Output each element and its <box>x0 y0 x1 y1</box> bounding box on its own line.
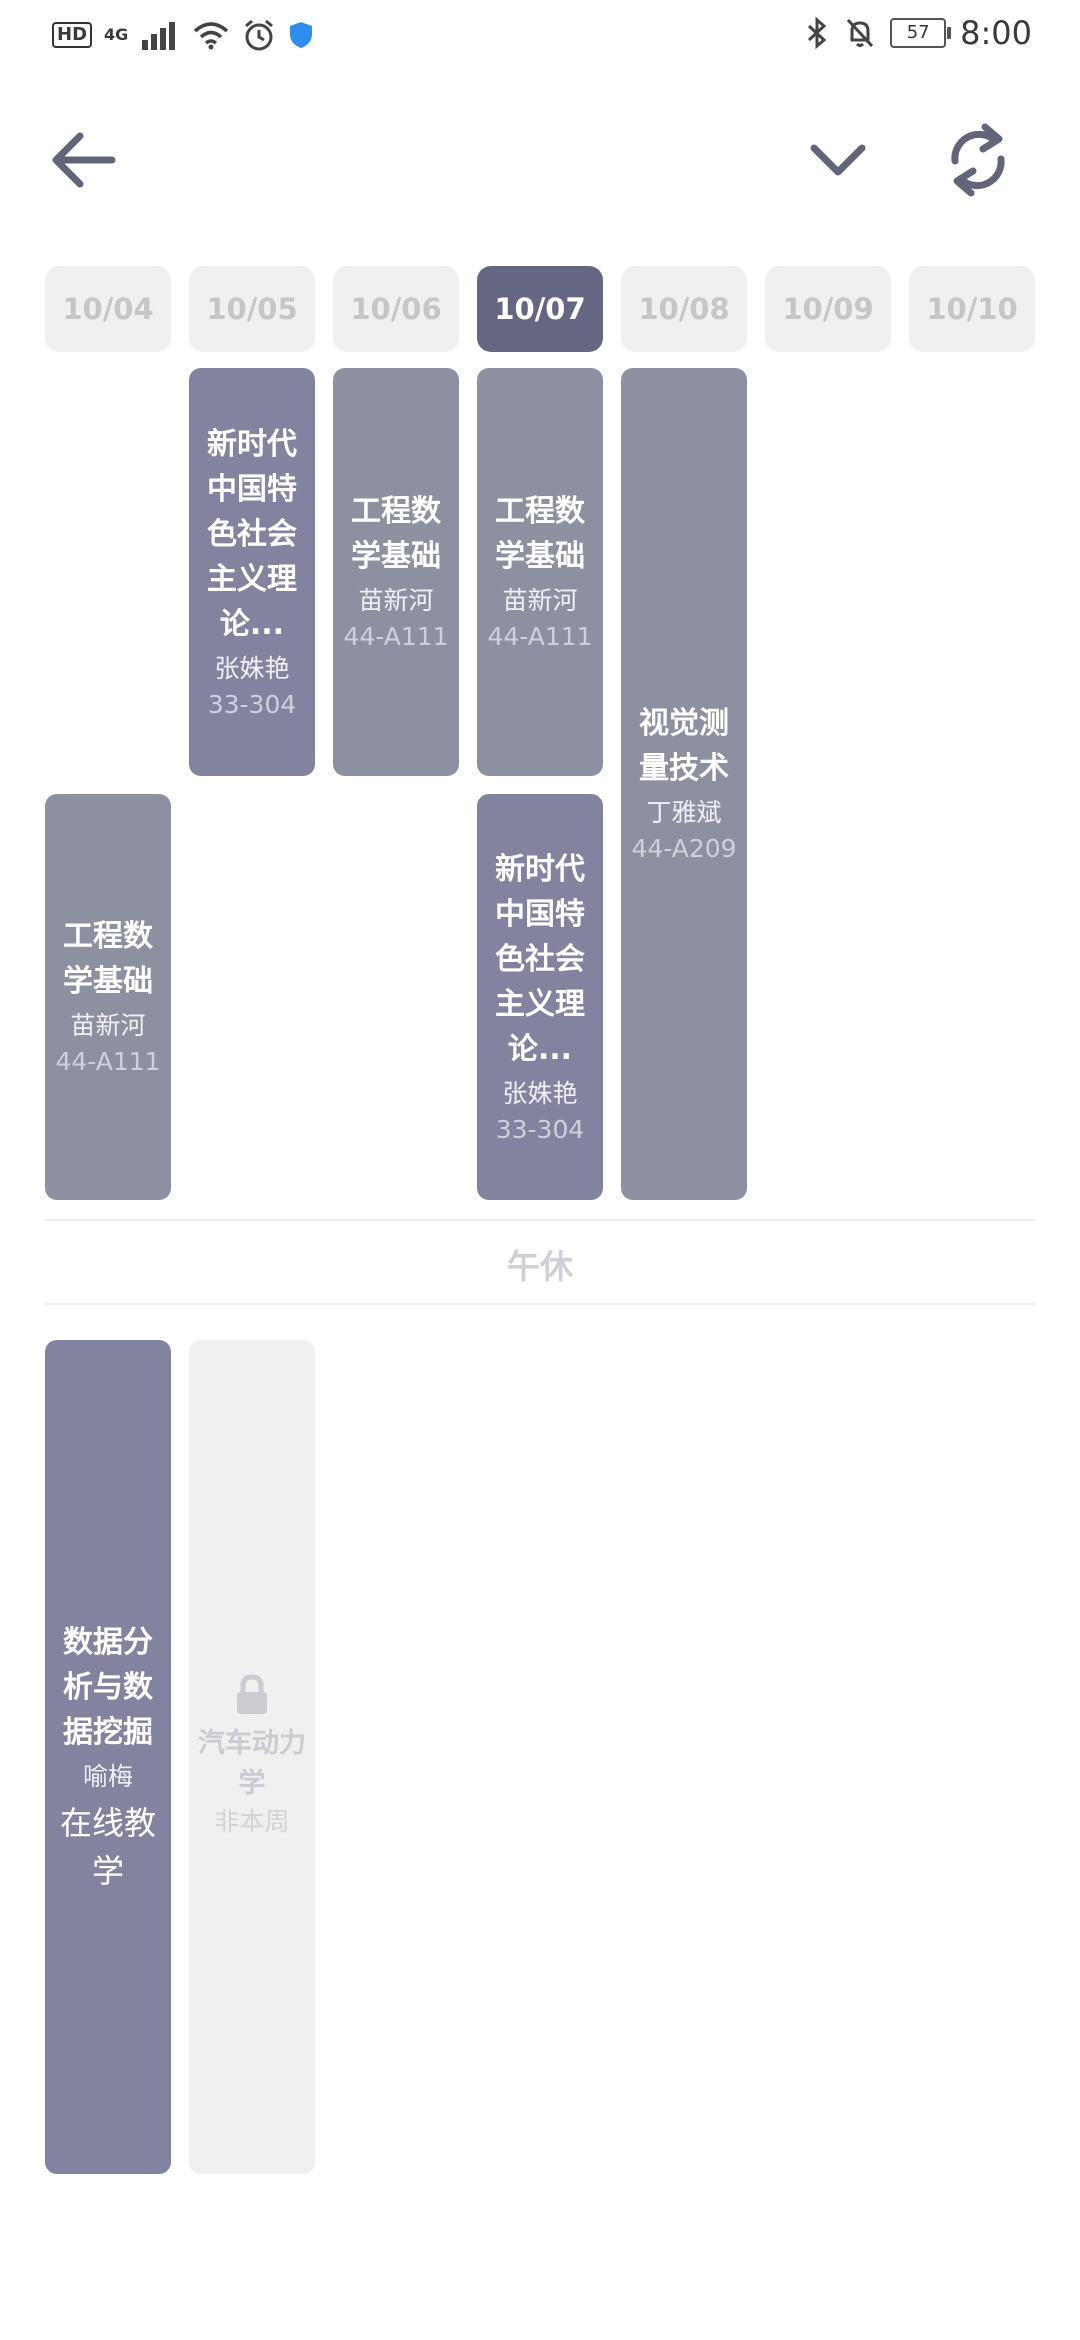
refresh-button[interactable] <box>930 112 1026 208</box>
course-card[interactable]: 工程数学基础 苗新河 44-A111 <box>477 368 603 776</box>
date-chip-1007[interactable]: 10/07 <box>477 266 603 352</box>
course-teacher: 张姝艳 <box>502 1078 578 1108</box>
course-card[interactable]: 新时代中国特色社会主义理论... 张姝艳 33-304 <box>189 368 315 776</box>
course-title: 工程数学基础 <box>63 919 153 999</box>
course-teacher: 苗新河 <box>358 586 434 615</box>
course-note: 非本周 <box>214 1807 290 1836</box>
wifi-icon <box>194 22 229 50</box>
bluetooth-icon <box>808 16 827 50</box>
date-chip-1008[interactable]: 10/08 <box>621 266 747 352</box>
course-card[interactable]: 视觉测量技术 丁雅斌 44-A209 <box>621 368 747 1200</box>
course-title: 新时代中国特色社会主义理论... <box>495 851 585 1067</box>
shield-icon <box>290 22 313 48</box>
course-title: 工程数学基础 <box>351 494 441 574</box>
course-card[interactable]: 数据分析与数据挖掘 喻梅 在线教学 <box>45 1340 171 2174</box>
course-title: 数据分析与数据挖掘 <box>63 1624 153 1750</box>
course-room: 44-A111 <box>487 622 593 651</box>
date-chip-1010[interactable]: 10/10 <box>909 266 1035 352</box>
course-room: 44-A111 <box>343 622 449 651</box>
course-card[interactable]: 工程数学基础 苗新河 44-A111 <box>45 794 171 1200</box>
hd-indicator: HD <box>52 22 93 48</box>
chevron-down-icon <box>810 144 866 176</box>
course-teacher: 张姝艳 <box>214 653 290 683</box>
course-title: 新时代中国特色社会主义理论... <box>207 426 297 642</box>
course-title: 视觉测量技术 <box>639 706 729 786</box>
signal-icon <box>142 22 176 50</box>
date-chip-1004[interactable]: 10/04 <box>45 266 171 352</box>
course-room: 33-304 <box>207 689 297 719</box>
battery-indicator: 57 <box>890 18 952 48</box>
course-teacher: 苗新河 <box>70 1011 146 1040</box>
course-title: 汽车动力学 <box>198 1728 306 1799</box>
course-room: 44-A111 <box>55 1047 161 1076</box>
course-title: 工程数学基础 <box>495 494 585 574</box>
status-right: 57 8:00 <box>804 14 1032 52</box>
course-mode: 在线教学 <box>59 1803 156 1890</box>
course-teacher: 苗新河 <box>502 586 578 615</box>
lunch-divider-top <box>45 1219 1035 1221</box>
network-type: 4G <box>104 25 129 44</box>
clock: 8:00 <box>960 14 1032 52</box>
status-bar: HD 4G <box>0 0 1080 72</box>
mute-bell-icon <box>847 18 874 48</box>
lunch-break-label: 午休 <box>507 1247 573 1286</box>
back-button[interactable] <box>36 112 132 208</box>
refresh-icon <box>951 123 1005 197</box>
arrow-left-icon <box>52 132 116 188</box>
battery-level: 57 <box>906 22 930 43</box>
course-card-other-week[interactable]: 汽车动力学 非本周 <box>189 1340 315 2174</box>
date-chip-1009[interactable]: 10/09 <box>765 266 891 352</box>
alarm-icon <box>245 19 274 51</box>
lock-icon <box>237 1674 267 1714</box>
course-card[interactable]: 新时代中国特色社会主义理论... 张姝艳 33-304 <box>477 794 603 1200</box>
date-chip-1005[interactable]: 10/05 <box>189 266 315 352</box>
course-teacher: 喻梅 <box>82 1761 133 1791</box>
course-teacher: 丁雅斌 <box>646 798 722 827</box>
course-card[interactable]: 工程数学基础 苗新河 44-A111 <box>333 368 459 776</box>
week-dropdown-button[interactable] <box>790 112 886 208</box>
course-room: 33-304 <box>495 1114 585 1144</box>
course-room: 44-A209 <box>631 834 737 863</box>
date-chip-1006[interactable]: 10/06 <box>333 266 459 352</box>
status-left: HD 4G <box>52 18 314 52</box>
lunch-divider-bottom <box>45 1303 1035 1305</box>
